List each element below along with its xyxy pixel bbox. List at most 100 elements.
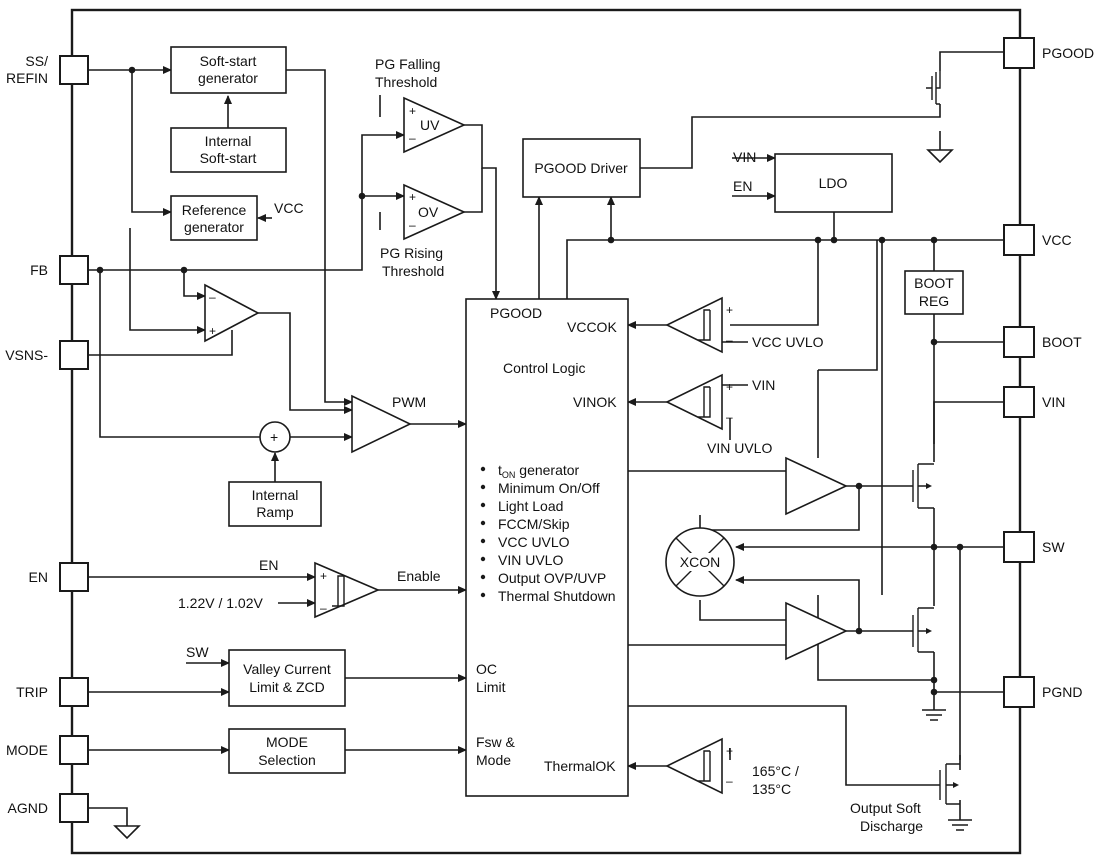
- pgood-driver-block: PGOOD Driver: [522, 138, 641, 198]
- svg-text:Soft-start: Soft-start: [200, 53, 257, 69]
- svg-text:LDO: LDO: [819, 175, 848, 191]
- valley-current-block: Valley Current Limit & ZCD: [228, 649, 346, 707]
- svg-text:–: –: [209, 290, 216, 304]
- uv-comparator: + – UV: [403, 96, 466, 154]
- svg-text:REG: REG: [919, 293, 949, 309]
- mode-selection-block: MODE Selection: [228, 728, 346, 774]
- internal-softstart-block: Internal Soft-start: [170, 127, 287, 173]
- chip-outline: [70, 8, 1022, 855]
- svg-text:Threshold: Threshold: [382, 263, 444, 279]
- high-side-driver: [785, 456, 848, 516]
- pin-en: [59, 562, 89, 592]
- svg-text:Output Soft: Output Soft: [850, 800, 921, 816]
- discharge-mosfet-icon: [939, 763, 960, 805]
- error-amplifier: – +: [204, 283, 260, 343]
- svg-text:SS/: SS/: [25, 53, 48, 69]
- svg-text:Internal: Internal: [205, 133, 252, 149]
- svg-text:OV: OV: [418, 204, 439, 220]
- svg-text:VCC UVLO: VCC UVLO: [498, 534, 570, 550]
- pins-right: [1003, 37, 1035, 708]
- feature-list: tON generator Minimum On/Off Light Load …: [480, 462, 616, 604]
- svg-text:PGOOD: PGOOD: [1042, 45, 1094, 61]
- svg-text:BOOT: BOOT: [1042, 334, 1082, 350]
- svg-text:MODE: MODE: [6, 742, 48, 758]
- svg-text:+: +: [726, 744, 733, 758]
- svg-text:Thermal Shutdown: Thermal Shutdown: [498, 588, 616, 604]
- svg-text:VCC: VCC: [274, 200, 304, 216]
- svg-text:Discharge: Discharge: [860, 818, 923, 834]
- svg-text:Minimum On/Off: Minimum On/Off: [498, 480, 600, 496]
- pin-agnd: [59, 793, 89, 823]
- pin-sw: [1003, 531, 1035, 563]
- ground-icon: [113, 149, 972, 840]
- svg-text:PGOOD: PGOOD: [490, 305, 542, 321]
- svg-text:AGND: AGND: [8, 800, 48, 816]
- pin-boot: [1003, 326, 1035, 358]
- svg-text:–: –: [409, 131, 416, 145]
- junction-dots: [96, 66, 964, 696]
- pin-fb: [59, 255, 89, 285]
- pin-labels: SS/ REFIN FB VSNS- EN TRIP MODE AGND PGO…: [5, 45, 1094, 816]
- high-side-mosfet-icon: [912, 463, 934, 509]
- svg-text:FB: FB: [30, 262, 48, 278]
- pin-pgood: [1003, 37, 1035, 69]
- svg-text:PG Falling: PG Falling: [375, 56, 440, 72]
- svg-text:PG Rising: PG Rising: [380, 245, 443, 261]
- svg-text:Selection: Selection: [258, 752, 316, 768]
- svg-text:1.22V / 1.02V: 1.22V / 1.02V: [178, 595, 264, 611]
- vin-uvlo-comparator: + –: [665, 373, 733, 431]
- svg-text:Limit & ZCD: Limit & ZCD: [249, 679, 324, 695]
- svg-text:PWM: PWM: [392, 394, 426, 410]
- svg-text:SW: SW: [1042, 539, 1065, 555]
- xcon-block: XCON: [665, 527, 735, 597]
- reference-generator-block: Reference generator: [170, 195, 258, 241]
- svg-text:Reference: Reference: [182, 202, 247, 218]
- svg-text:Threshold: Threshold: [375, 74, 437, 90]
- svg-text:Control Logic: Control Logic: [503, 360, 586, 376]
- svg-text:EN: EN: [733, 178, 752, 194]
- pin-vsns: [59, 340, 89, 370]
- svg-text:MODE: MODE: [266, 734, 308, 750]
- svg-text:+: +: [209, 324, 216, 338]
- pgood-mosfet-icon: [926, 71, 941, 105]
- control-logic-block: PGOOD VCCOK Control Logic VINOK tON gene…: [465, 298, 629, 797]
- svg-text:REFIN: REFIN: [6, 70, 48, 86]
- svg-text:VIN: VIN: [1042, 394, 1065, 410]
- svg-text:+: +: [320, 569, 327, 583]
- svg-text:Internal: Internal: [252, 487, 299, 503]
- svg-text:VCCOK: VCCOK: [567, 319, 617, 335]
- svg-text:SW: SW: [186, 644, 209, 660]
- softstart-generator-block: Soft-start generator: [170, 46, 287, 94]
- ldo-block: LDO: [774, 153, 893, 213]
- pin-trip: [59, 677, 89, 707]
- svg-text:–: –: [320, 601, 327, 615]
- pwm-comparator: PWM: [351, 394, 426, 454]
- pin-vcc: [1003, 224, 1035, 256]
- low-side-mosfet-icon: [912, 607, 934, 653]
- svg-text:+: +: [270, 429, 278, 445]
- svg-text:+: +: [409, 104, 416, 118]
- internal-ramp-block: Internal Ramp: [228, 481, 322, 527]
- summing-junction: +: [259, 421, 291, 453]
- svg-text:VINOK: VINOK: [573, 394, 617, 410]
- pin-vin: [1003, 386, 1035, 418]
- svg-text:ThermalOK: ThermalOK: [544, 758, 616, 774]
- svg-text:Valley Current: Valley Current: [243, 661, 331, 677]
- svg-text:PGOOD Driver: PGOOD Driver: [534, 160, 628, 176]
- svg-text:VCC UVLO: VCC UVLO: [752, 334, 824, 350]
- svg-text:–: –: [726, 410, 733, 424]
- pin-pgnd: [1003, 676, 1035, 708]
- vcc-uvlo-comparator: + –: [665, 296, 733, 354]
- svg-text:Light Load: Light Load: [498, 498, 563, 514]
- thermal-comparator: + –: [665, 737, 733, 795]
- svg-text:XCON: XCON: [680, 554, 720, 570]
- svg-text:UV: UV: [420, 117, 440, 133]
- svg-text:+: +: [726, 380, 733, 394]
- svg-text:–: –: [409, 218, 416, 232]
- svg-text:+: +: [726, 303, 733, 317]
- svg-text:VCC: VCC: [1042, 232, 1072, 248]
- svg-text:generator: generator: [184, 219, 244, 235]
- svg-text:Limit: Limit: [476, 679, 506, 695]
- svg-text:BOOT: BOOT: [914, 275, 954, 291]
